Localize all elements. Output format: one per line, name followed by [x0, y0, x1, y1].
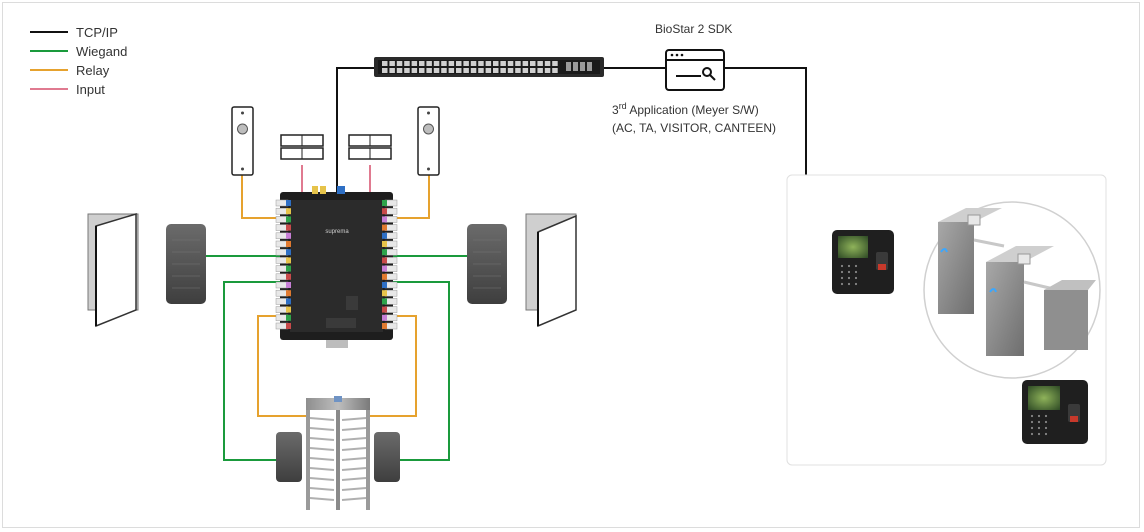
relay-wire-left-exit: [241, 175, 280, 219]
access-controller: suprema: [275, 186, 398, 348]
app-name: Application (Meyer S/W): [626, 103, 759, 117]
controller-terminals-left: [275, 199, 291, 330]
switch-ports: [382, 61, 592, 73]
controller-terminals-right: [382, 199, 398, 330]
legend-input: Input: [30, 80, 105, 98]
card-reader-bottom-left: [276, 432, 302, 482]
relay-wire-turnstile-right: [370, 315, 417, 417]
legend-swatch-relay: [30, 69, 68, 71]
app-label-line2: (AC, TA, VISITOR, CANTEEN): [612, 121, 777, 135]
biometric-terminal-bottom: [1022, 380, 1088, 444]
card-reader-left: [166, 224, 206, 304]
keypad-top: [840, 264, 858, 286]
controller-brand: suprema: [325, 229, 349, 235]
app-label-line1: 3rd Application (Meyer S/W): [612, 101, 759, 117]
door-sensor-right: [348, 134, 392, 160]
legend-label-relay: Relay: [76, 62, 110, 78]
network-switch: [374, 57, 604, 77]
legend-relay: Relay: [30, 61, 109, 79]
tcpip-wire-controller-switch: [336, 67, 374, 192]
legend-swatch-wiegand: [30, 50, 68, 52]
full-height-turnstile: [306, 396, 370, 510]
relay-wire-right-exit: [393, 175, 430, 219]
legend-wiegand: Wiegand: [30, 42, 127, 60]
legend-label-tcpip: TCP/IP: [76, 24, 118, 40]
card-reader-bottom-right: [374, 432, 400, 482]
relay-wire-turnstile-left: [257, 315, 306, 417]
app-ordinal: 3: [612, 103, 619, 117]
input-wires: [301, 165, 371, 196]
exit-button-right: [417, 106, 440, 176]
app-ordinal-suffix: rd: [618, 101, 627, 111]
keypad-bottom: [1030, 414, 1048, 436]
biometric-terminal-top: [832, 230, 894, 294]
speed-gate-illustration: [923, 201, 1101, 379]
application-icon: [665, 49, 725, 91]
door-right: [525, 213, 577, 328]
exit-button-left: [231, 106, 254, 176]
legend-swatch-input: [30, 88, 68, 90]
legend-tcpip: TCP/IP: [30, 23, 118, 41]
ethernet-port: [337, 186, 345, 194]
card-reader-right: [467, 224, 507, 304]
key-icon: [702, 67, 712, 77]
legend-swatch-tcpip: [30, 31, 68, 33]
turnstile-bars: [309, 417, 367, 501]
wiegand-wire-bottom-right-reader: [393, 281, 450, 461]
legend-label-input: Input: [76, 81, 105, 97]
wiegand-wire-bottom-left-reader: [223, 281, 280, 461]
door-left: [87, 212, 139, 328]
sdk-label: BioStar 2 SDK: [655, 22, 733, 36]
wiegand-wires: [206, 255, 467, 461]
door-sensor-left: [280, 134, 324, 160]
legend-label-wiegand: Wiegand: [76, 43, 128, 59]
